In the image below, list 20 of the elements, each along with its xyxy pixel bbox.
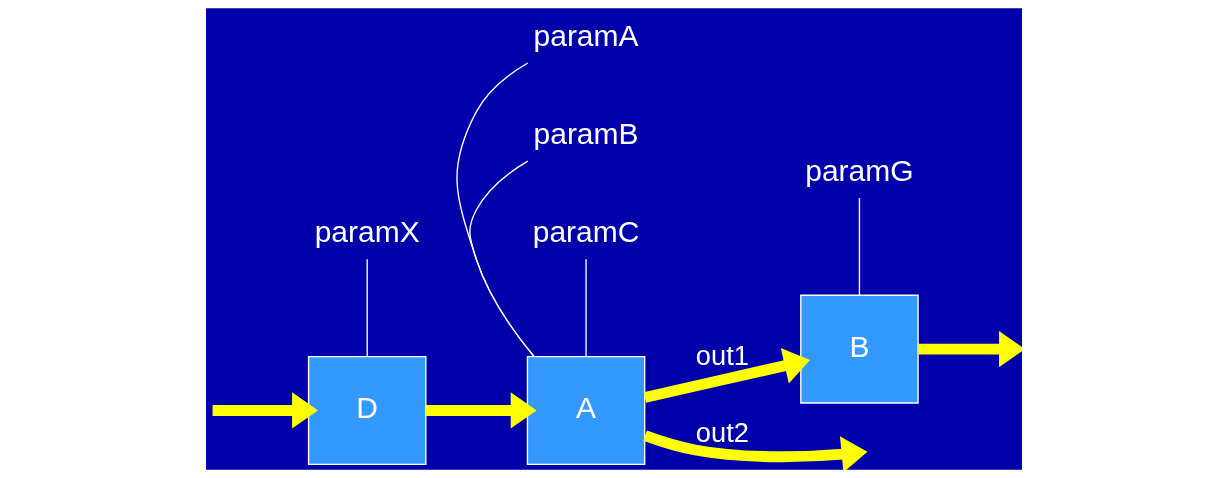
edge-label: out1 — [695, 340, 749, 372]
connector — [366, 258, 368, 358]
node-text: paramA — [533, 18, 639, 52]
node-box: A — [526, 355, 645, 465]
arrow — [643, 348, 810, 403]
node-text: paramB — [533, 117, 639, 151]
node-box: D — [307, 355, 426, 465]
arrow — [917, 331, 1022, 368]
node-box: B — [799, 294, 919, 404]
connector — [468, 160, 535, 357]
connector — [858, 197, 860, 296]
connector — [455, 62, 535, 357]
arrow — [642, 430, 867, 470]
connector — [584, 258, 587, 358]
node-text: paramC — [532, 215, 639, 249]
node-text: paramX — [314, 215, 420, 249]
node-text: paramG — [804, 153, 914, 187]
edge-label: out2 — [695, 416, 749, 448]
arrow — [212, 392, 318, 429]
arrow — [425, 392, 537, 429]
